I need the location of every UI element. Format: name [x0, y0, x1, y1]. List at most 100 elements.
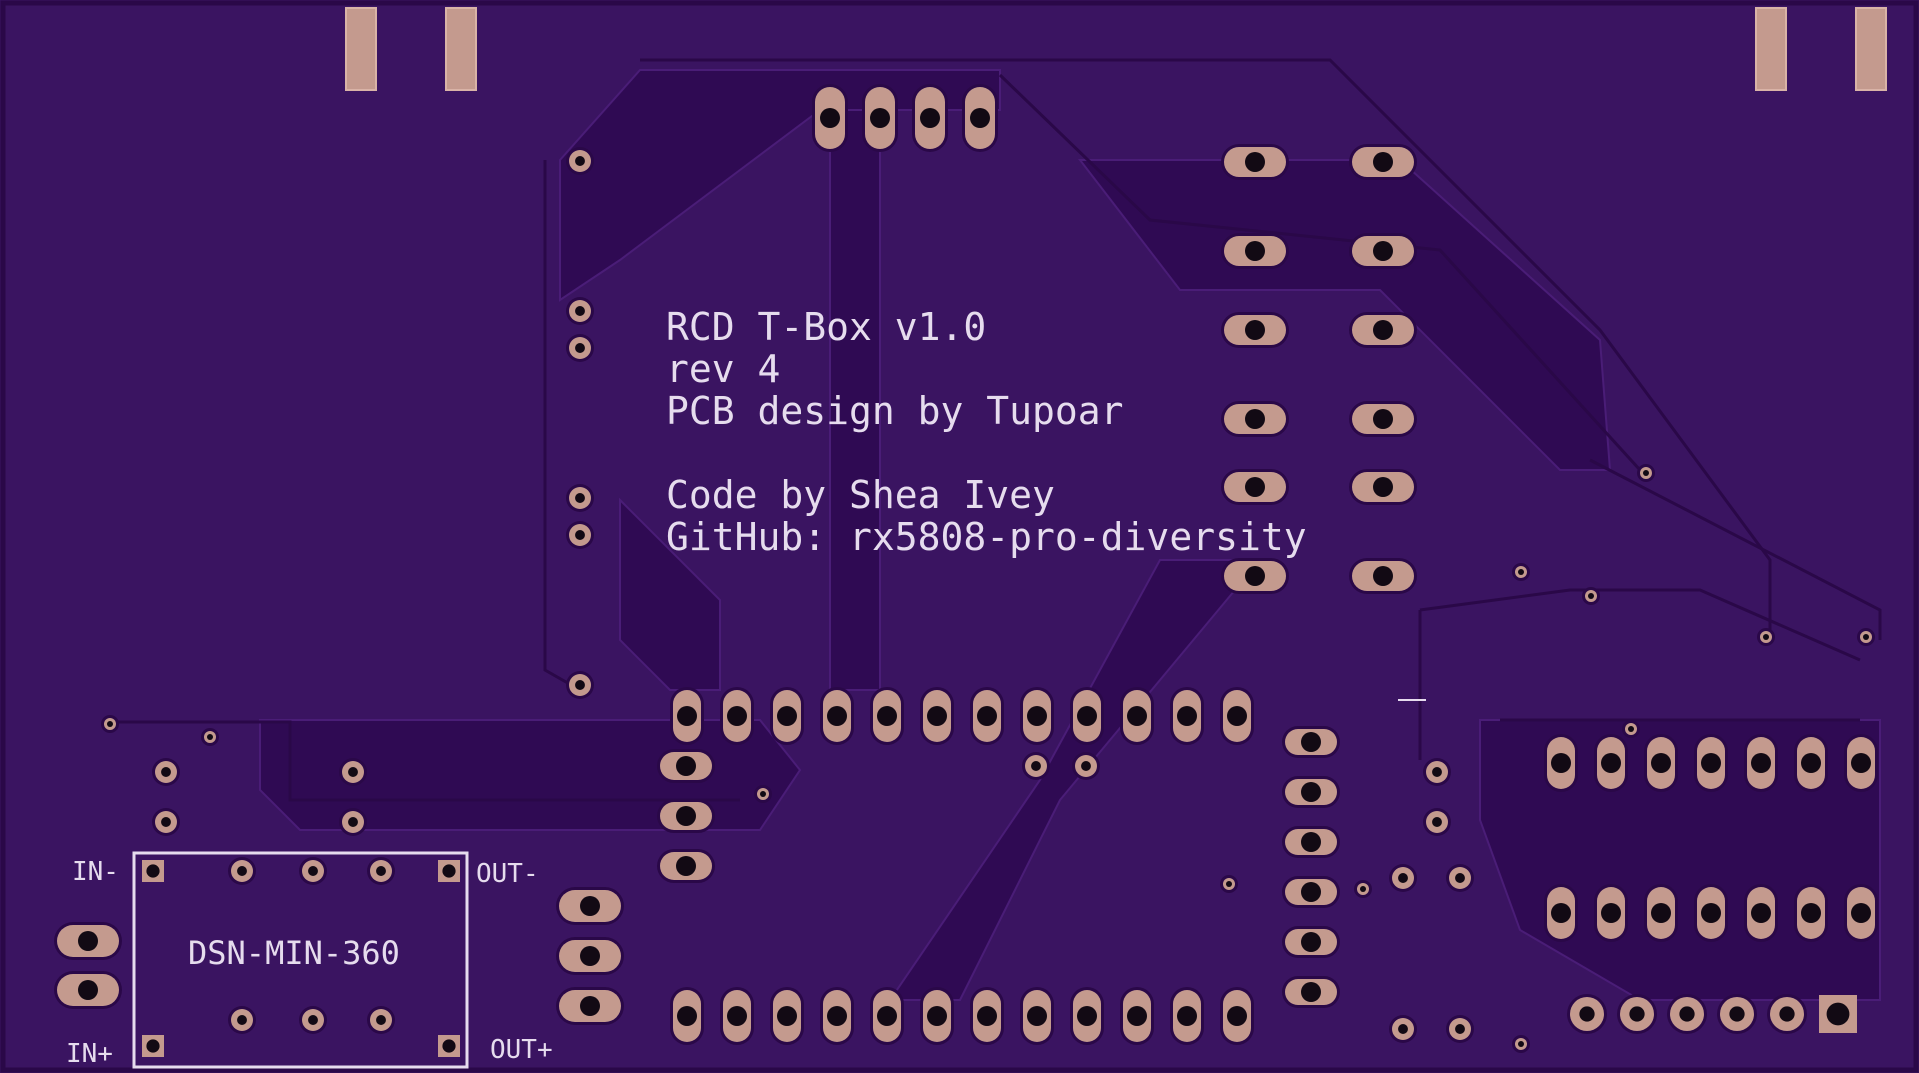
ic-pin — [1744, 884, 1778, 942]
oval-pad — [657, 749, 715, 783]
round-pad — [1022, 752, 1050, 780]
title-line-2: rev 4 — [666, 347, 780, 391]
ic-pin — [1544, 734, 1578, 792]
header-pin — [812, 84, 848, 152]
via — [201, 728, 219, 746]
mcu-pin — [820, 987, 854, 1045]
round-pad — [339, 758, 367, 786]
via — [1512, 563, 1530, 581]
mcu-pin — [1120, 987, 1154, 1045]
copper-polygons — [259, 69, 1881, 1001]
header-pin-square — [1819, 995, 1857, 1033]
round-pad — [1446, 864, 1474, 892]
oval-pad — [657, 799, 715, 833]
title-line-4: Code by Shea Ivey — [666, 473, 1055, 517]
label-out-plus: OUT+ — [490, 1035, 553, 1065]
round-pad — [1072, 752, 1100, 780]
through-hole-pads — [54, 84, 1878, 1057]
header-pin — [1567, 994, 1607, 1034]
round-pad — [152, 758, 180, 786]
header-pin — [962, 84, 998, 152]
poly-right-diagonal — [1077, 159, 1612, 471]
label-out-minus: OUT- — [476, 859, 539, 889]
oval-pad — [657, 849, 715, 883]
module-pin — [1221, 558, 1289, 594]
module-pin — [1349, 144, 1417, 180]
mcu-pin — [870, 987, 904, 1045]
round-pad — [1446, 1015, 1474, 1043]
module-pin — [1349, 558, 1417, 594]
round-pad — [1423, 808, 1451, 836]
ic-pin — [1594, 884, 1628, 942]
mcu-pin — [970, 687, 1004, 745]
mcu-pin — [820, 687, 854, 745]
input-pin — [54, 922, 122, 960]
mcu-pin — [1120, 687, 1154, 745]
converter-pin — [438, 1035, 460, 1057]
round-pad — [228, 857, 256, 885]
trace-1 — [640, 58, 1772, 640]
via — [754, 785, 772, 803]
mcu-pin — [770, 687, 804, 745]
round-pad — [566, 484, 594, 512]
converter-pin — [142, 860, 164, 882]
label-in-minus: IN- — [72, 857, 119, 887]
module-pin — [1349, 233, 1417, 269]
round-pad — [1389, 864, 1417, 892]
mcu-pin — [1170, 987, 1204, 1045]
mcu-pin — [770, 987, 804, 1045]
module-pin — [1221, 469, 1289, 505]
round-pad — [566, 671, 594, 699]
round-pad — [339, 808, 367, 836]
output-pin — [556, 887, 624, 925]
via — [1622, 720, 1640, 738]
header-pin — [912, 84, 948, 152]
round-pad — [566, 297, 594, 325]
round-pad — [1389, 1015, 1417, 1043]
mcu-pin — [1020, 687, 1054, 745]
mcu-pin — [1170, 687, 1204, 745]
oval-pad — [1282, 726, 1340, 758]
oval-pad — [1282, 876, 1340, 908]
ic-pin — [1794, 734, 1828, 792]
label-in-plus: IN+ — [66, 1039, 113, 1069]
ic-pin — [1744, 734, 1778, 792]
ic-pin — [1694, 734, 1728, 792]
mcu-pin — [1220, 987, 1254, 1045]
round-pad — [566, 147, 594, 175]
ic-pin — [1844, 734, 1878, 792]
mcu-pin — [870, 687, 904, 745]
module-pin — [1349, 469, 1417, 505]
converter-outline — [132, 851, 469, 1069]
mcu-pin — [670, 987, 704, 1045]
via — [1354, 880, 1372, 898]
trace-6 — [110, 720, 740, 802]
mcu-pin — [970, 987, 1004, 1045]
ic-pin — [1794, 884, 1828, 942]
title-line-5: GitHub: rx5808-pro-diversity — [666, 515, 1307, 559]
title-line-3: PCB design by Tupoar — [666, 389, 1124, 433]
via — [1582, 587, 1600, 605]
round-pad — [299, 857, 327, 885]
mcu-pin — [670, 687, 704, 745]
ic-pin — [1544, 884, 1578, 942]
round-pad — [367, 857, 395, 885]
round-pad — [566, 521, 594, 549]
edge-connector-pads — [345, 7, 1887, 91]
edge-pad — [345, 7, 377, 91]
ic-pin — [1694, 884, 1728, 942]
title-line-1: RCD T-Box v1.0 — [666, 305, 986, 349]
via — [1512, 1035, 1530, 1053]
header-pin — [1667, 994, 1707, 1034]
ic-pin — [1594, 734, 1628, 792]
module-pin — [1221, 144, 1289, 180]
mcu-pin — [720, 987, 754, 1045]
oval-pad — [1282, 926, 1340, 958]
converter-pin — [438, 860, 460, 882]
poly-left-top — [559, 69, 1001, 302]
module-pin — [1349, 401, 1417, 437]
output-pin — [556, 937, 624, 975]
via — [1637, 464, 1655, 482]
